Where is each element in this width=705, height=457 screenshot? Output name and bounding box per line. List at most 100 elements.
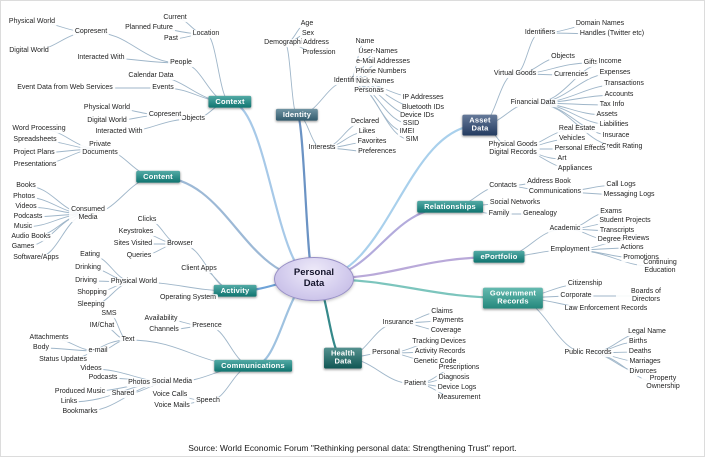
sites-visited-node: Sites Visited (111, 240, 155, 248)
phone-numbers-node: Phone Numbers (353, 68, 409, 76)
promotions-node: Promotions (621, 254, 661, 262)
actions-node: Actions (618, 244, 646, 252)
context-node: Context (208, 96, 251, 108)
objects-node: Objects (179, 115, 207, 123)
event-data-from-web-services-node: Event Data from Web Services (15, 84, 115, 92)
books-node: Books (14, 182, 38, 190)
sex-node: Sex (299, 30, 317, 38)
eating-node: Eating (78, 251, 102, 259)
source-caption: Source: World Economic Forum "Rethinking… (188, 443, 517, 453)
music-node: Music (11, 223, 35, 231)
currencies-node: Currencies (552, 71, 590, 79)
videos-node: Videos (13, 203, 39, 211)
interacted-with-node: Interacted With (75, 54, 127, 62)
profession-node: Profession (300, 49, 338, 57)
preferences-node: Preferences (356, 148, 398, 156)
presentations-node: Presentations (11, 161, 59, 169)
social-networks-node: Social Networks (487, 199, 543, 207)
corporate-node: Corporate (558, 292, 594, 300)
exams-node: Exams (598, 208, 624, 216)
continuing-education-node: Continuing Education (637, 259, 683, 275)
personas-node: Personas (352, 87, 386, 95)
spreadsheets-node: Spreadsheets (11, 136, 59, 144)
interests-node: Interests (306, 144, 338, 152)
accounts-node: Accounts (602, 91, 636, 99)
name-node: Name (353, 38, 377, 46)
genealogy-node: Genealogy (521, 210, 559, 218)
shopping-node: Shopping (75, 289, 109, 297)
activity-records-node: Activity Records (412, 348, 468, 356)
speech-node: Speech (194, 397, 222, 405)
content-node: Content (136, 171, 180, 183)
social-media-node: Social Media (149, 378, 195, 386)
sms-node: SMS (99, 310, 119, 318)
tax-info-node: Tax Info (597, 101, 627, 109)
digital-world-node: Digital World (7, 47, 51, 55)
citizenship-node: Citizenship (565, 280, 605, 288)
digital-world-node: Digital World (85, 117, 129, 125)
insurance-node: Insurance (380, 319, 416, 327)
communications-node: Communications (526, 188, 584, 196)
financial-data-node: Financial Data (508, 99, 558, 107)
device-logs-node: Device Logs (435, 384, 479, 392)
activity-node: Activity (214, 285, 257, 297)
client-apps-node: Client Apps (179, 265, 219, 273)
credit-rating-node: Credit Rating (599, 143, 645, 151)
communications-node: Communications (214, 360, 292, 372)
bluetooth-ids-node: Bluetooth IDs (399, 104, 447, 112)
patient-node: Patient (402, 380, 428, 388)
consumed-media-node: Consumed Media (69, 206, 107, 222)
personal-data-node: Personal Data (274, 257, 354, 301)
age-node: Age (298, 20, 316, 28)
expenses-node: Expenses (597, 69, 633, 77)
device-ids-node: Device IDs (398, 112, 436, 120)
keystrokes-node: Keystrokes (116, 228, 156, 236)
marriages-node: Marriages (627, 358, 663, 366)
calendar-data-node: Calendar Data (126, 72, 176, 80)
ip-addresses-node: IP Addresses (400, 94, 446, 102)
private-documents-node: Private Documents (80, 141, 120, 157)
e-mail-node: e-mail (86, 347, 110, 355)
copresent-node: Copresent (72, 28, 110, 36)
physical-world-node: Physical World (108, 278, 160, 286)
availability-node: Availability (142, 315, 180, 323)
links-node: Links (58, 398, 80, 406)
videos-node: Videos (78, 365, 104, 373)
shared-node: Shared (109, 390, 137, 398)
physical-goods-digital-records-node: Physical Goods Digital Records (486, 141, 540, 157)
insurace-node: Insurace (600, 132, 632, 140)
operating-system-node: Operating System (157, 294, 219, 302)
e-mail-addresses-node: e-Mail Addresses (354, 58, 412, 66)
diagnosis-node: Diagnosis (436, 374, 472, 382)
drinking-node: Drinking (73, 264, 103, 272)
genetic-code-node: Genetic Code (411, 358, 459, 366)
text-node: Text (119, 336, 137, 344)
claims-node: Claims (429, 308, 455, 316)
measurement-node: Measurement (435, 394, 483, 402)
legal-name-node: Legal Name (626, 328, 668, 336)
boards-of-directors-node: Boards of Directors (616, 288, 676, 304)
income-node: Income (596, 58, 624, 66)
births-node: Births (627, 338, 649, 346)
handles-twitter-etc-node: Handles (Twitter etc) (577, 30, 647, 38)
interacted-with-node: Interacted With (93, 128, 145, 136)
address-node: Address (301, 39, 331, 47)
audio-books-node: Audio Books (9, 233, 53, 241)
imei-node: IMEI (397, 128, 417, 136)
identifiers-node: Identifiers (331, 77, 367, 85)
virtual-goods-node: Virtual Goods (491, 70, 539, 78)
payments-node: Payments (430, 317, 466, 325)
driving-node: Driving (73, 277, 99, 285)
software-apps-node: Software/Apps (11, 254, 61, 262)
domain-names-node: Domain Names (573, 20, 627, 28)
body-node: Body (31, 344, 51, 352)
project-plans-node: Project Plans (11, 149, 57, 157)
im-chat-node: IM/Chat (87, 322, 117, 330)
reviews-node: Reviews (620, 235, 652, 243)
browser-node: Browser (165, 240, 195, 248)
liabilities-node: Liabilities (597, 121, 631, 129)
bookmarks-node: Bookmarks (60, 408, 100, 416)
public-records-node: Public Records (562, 349, 614, 357)
